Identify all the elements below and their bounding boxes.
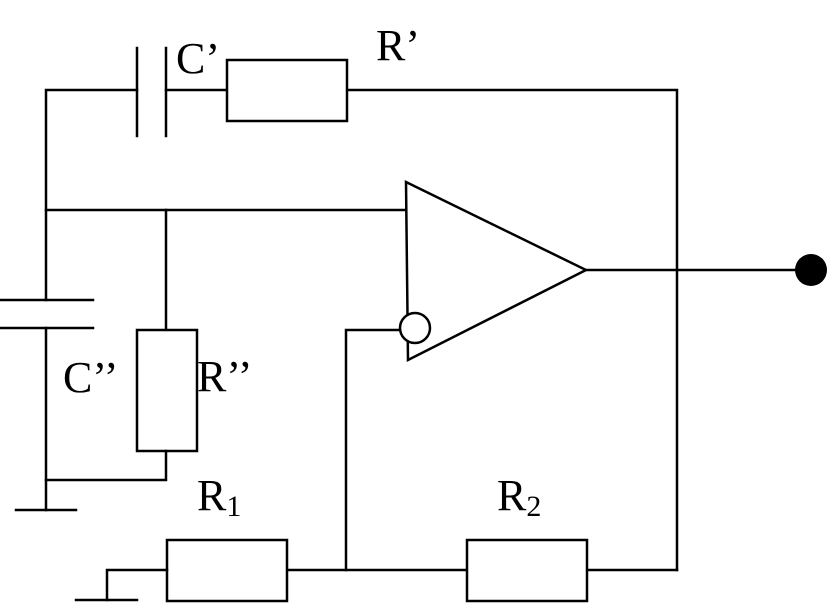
capacitor-c-double-prime [0,298,95,512]
inverting-input-wires [285,328,679,572]
label-r1: R1 [197,471,241,523]
rc-bottom-wire [44,449,168,482]
label-r-double-prime: R’’ [197,352,252,401]
inverting-input-circle-icon [398,311,432,345]
non-inverting-input-wire [44,208,408,332]
output-terminal-icon [795,254,827,286]
label-r2-sub: 2 [526,490,541,523]
resistor-r-prime [225,58,349,123]
resistor-r-double-prime [135,328,199,453]
resistor-r2 [465,538,589,603]
label-r1-sub: 1 [226,490,241,523]
resistor-r1 [165,538,289,603]
label-r1-main: R [197,471,227,520]
label-r-prime: R’ [376,21,420,70]
top-feedback-wires [44,88,679,572]
capacitor-c-prime [135,46,168,138]
label-c-prime: C’ [176,34,220,83]
op-amp-triangle [404,179,589,363]
label-c-double-prime: C’’ [63,353,118,402]
label-r2-main: R [497,471,527,520]
label-r2: R2 [497,471,541,523]
r1-ground-wire [105,568,169,602]
